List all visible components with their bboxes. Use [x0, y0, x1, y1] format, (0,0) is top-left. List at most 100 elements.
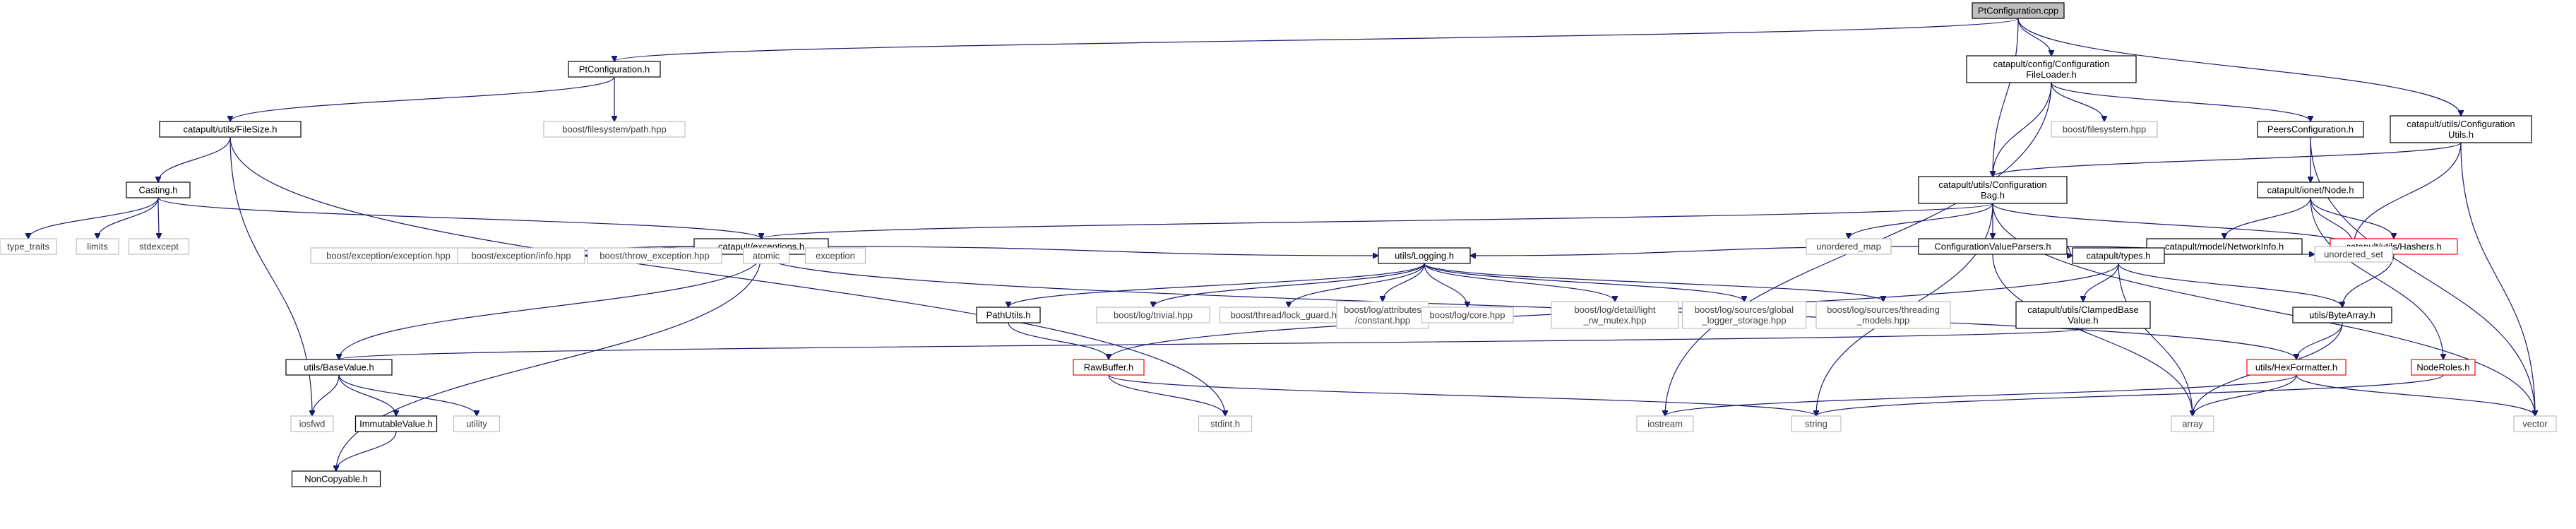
edge-ionet_node-to-network_info — [2224, 197, 2311, 239]
edge-logging-to-log_light_rw — [1424, 263, 1615, 302]
node-box — [1815, 301, 1951, 329]
node-label: Casting.h — [139, 185, 178, 196]
node-box — [1791, 415, 1842, 432]
node-filesize[interactable]: catapult/utils/FileSize.h — [159, 121, 302, 138]
node-label: _logger_storage.hpp — [1701, 315, 1786, 326]
edge-cfg_bag-to-exceptions — [761, 203, 1993, 239]
node-label: utility — [466, 419, 487, 429]
node-label: stdexcept — [139, 242, 179, 252]
node-label: stdint.h — [1210, 419, 1240, 429]
node-label: iostream — [1647, 419, 1683, 429]
edge-basevalue-to-utility — [338, 374, 477, 416]
node-box — [2257, 182, 2364, 198]
node-box — [1918, 176, 2068, 204]
edge-exceptions-to-basevalue — [339, 254, 762, 359]
node-hexformatter[interactable]: utils/HexFormatter.h — [2246, 359, 2347, 376]
node-label: catapult/utils/FileSize.h — [184, 124, 278, 135]
node-label: boost/exception/exception.hpp — [326, 251, 451, 261]
node-label: boost/thread/lock_guard.hpp — [1231, 310, 1347, 321]
node-basevalue[interactable]: utils/BaseValue.h — [285, 359, 393, 376]
node-cvparsers[interactable]: ConfigurationValueParsers.h — [1918, 238, 2068, 255]
node-label: boost/exception/info.hpp — [472, 251, 571, 261]
node-bytearray[interactable]: utils/ByteArray.h — [2292, 307, 2392, 323]
edge-exceptions-to-hexformatter — [761, 254, 2296, 359]
node-network_info[interactable]: catapult/model/NetworkInfo.h — [2146, 238, 2303, 255]
node-type_traits: type_traits — [0, 238, 57, 255]
node-label: PtConfiguration.h — [579, 64, 650, 75]
edge-hexformatter-to-array — [2193, 374, 2297, 416]
node-label: /constant.hpp — [1355, 315, 1410, 326]
node-box — [76, 238, 119, 255]
node-log_global_storage: boost/log/sources/global_logger_storage.… — [1681, 301, 1807, 329]
node-root[interactable]: PtConfiguration.cpp — [1972, 2, 2065, 19]
node-ptconfig_h[interactable]: PtConfiguration.h — [568, 61, 661, 78]
node-iostream: iostream — [1636, 415, 1694, 432]
node-box — [453, 415, 501, 432]
node-label: catapult/types.h — [2086, 251, 2150, 261]
node-box — [568, 61, 661, 78]
edge-bytearray-to-hexformatter — [2296, 322, 2343, 359]
node-label: ConfigurationValueParsers.h — [1934, 242, 2051, 252]
node-label: catapult/config/Configuration — [1993, 59, 2110, 69]
node-rawbuffer[interactable]: RawBuffer.h — [1073, 359, 1145, 376]
node-casting[interactable]: Casting.h — [126, 182, 191, 198]
node-ionet_node[interactable]: catapult/ionet/Node.h — [2257, 182, 2364, 198]
edge-casting-to-exceptions — [157, 197, 761, 239]
node-label: boost/filesystem.hpp — [2063, 124, 2147, 135]
edge-cvparsers-to-array — [1992, 254, 2193, 416]
node-box — [1972, 2, 2065, 19]
node-label: boost/log/trivial.hpp — [1114, 310, 1193, 321]
node-label: array — [2182, 419, 2203, 429]
node-label: PtConfiguration.cpp — [1978, 6, 2058, 16]
edge-hexformatter-to-iostream — [1665, 374, 2297, 416]
node-limits: limits — [76, 238, 119, 255]
node-cfg_fileloader[interactable]: catapult/config/ConfigurationFileLoader.… — [1966, 55, 2137, 83]
node-box — [2314, 246, 2393, 263]
node-noncopyable[interactable]: NonCopyable.h — [291, 470, 381, 487]
node-boost_throw: boost/throw_exception.hpp — [587, 247, 722, 264]
node-pathutils[interactable]: PathUtils.h — [976, 307, 1041, 323]
node-label: unordered_set — [2324, 249, 2383, 260]
edge-rawbuffer-to-string — [1108, 374, 1816, 416]
node-box — [1551, 301, 1679, 329]
node-noderoles[interactable]: NodeRoles.h — [2411, 359, 2476, 376]
node-box — [1681, 301, 1807, 329]
edge-logging-to-lock_guard — [1289, 263, 1425, 307]
node-box — [1378, 247, 1471, 264]
edge-cfg_utils-to-vector — [2460, 142, 2535, 416]
edge-ptconfig_h-to-filesize — [230, 76, 615, 121]
node-peers_config[interactable]: PeersConfiguration.h — [2257, 121, 2364, 138]
edge-cfg_fileloader-to-cfg_bag — [1993, 82, 2052, 177]
node-box — [1198, 415, 1253, 432]
edge-cfg_fileloader-to-peers_config — [2051, 82, 2310, 121]
node-types[interactable]: catapult/types.h — [2072, 247, 2165, 264]
edge-exceptions-to-logging — [828, 246, 1378, 256]
edge-cfg_fileloader-to-boost_fs — [2051, 82, 2104, 121]
node-log_light_rw: boost/log/detail/light_rw_mutex.hpp — [1551, 301, 1679, 329]
node-box — [2146, 238, 2303, 255]
node-label: boost/filesystem/path.hpp — [562, 124, 666, 135]
node-box — [543, 121, 686, 138]
node-label: catapult/ionet/Node.h — [2267, 185, 2354, 196]
node-label: PeersConfiguration.h — [2267, 124, 2354, 135]
node-immutable[interactable]: ImmutableValue.h — [354, 415, 438, 432]
node-box — [1336, 301, 1429, 329]
node-label: NonCopyable.h — [304, 474, 368, 485]
node-boost_fs: boost/filesystem.hpp — [2051, 121, 2158, 138]
node-label: catapult/utils/Configuration — [2407, 119, 2515, 129]
edge-cfg_bag-to-unordered_map — [1849, 203, 1993, 239]
node-label: catapult/utils/ClampedBase — [2027, 304, 2139, 315]
node-logging[interactable]: utils/Logging.h — [1378, 247, 1471, 264]
node-label: Value.h — [2068, 315, 2098, 326]
node-exception: exception — [804, 247, 866, 264]
node-box — [2051, 121, 2158, 138]
edge-logging-to-log_global_storage — [1424, 263, 1744, 302]
node-box — [354, 415, 438, 432]
edge-clamped-to-basevalue — [339, 328, 2084, 359]
node-box — [457, 247, 585, 264]
